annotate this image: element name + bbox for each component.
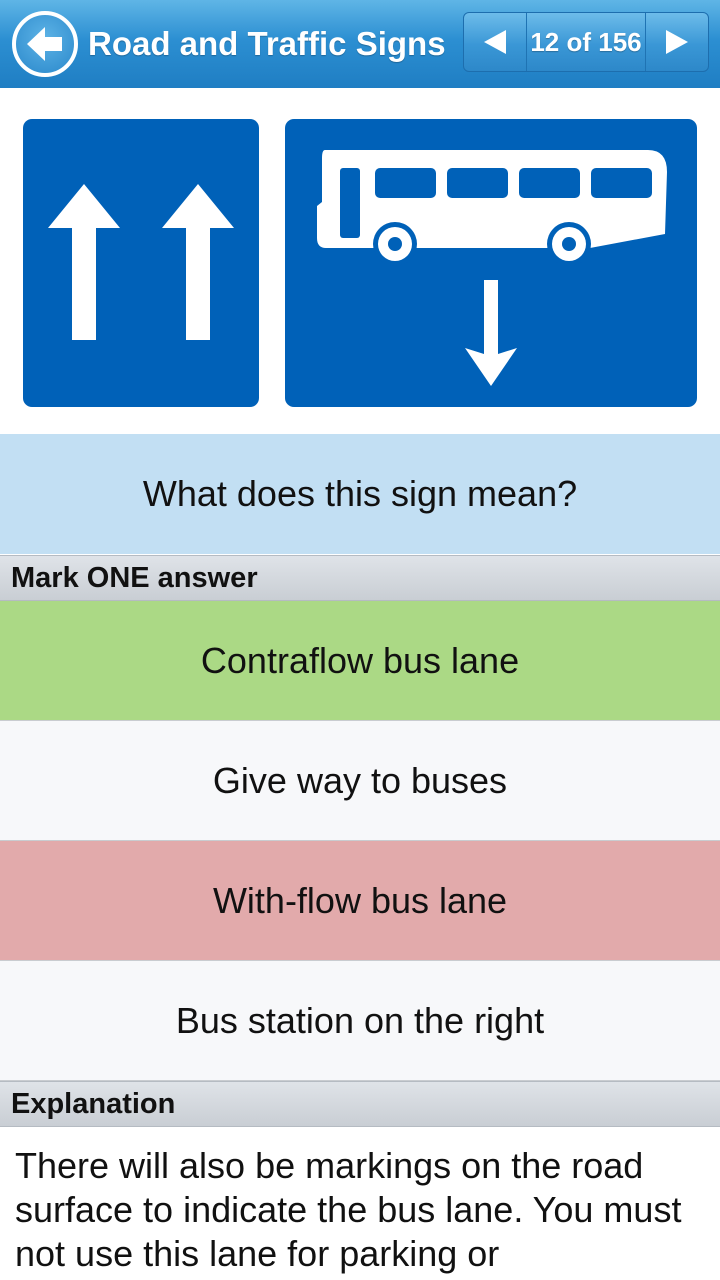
answer-option-wrong[interactable]: With-flow bus lane — [0, 841, 720, 961]
question-text: What does this sign mean? — [0, 434, 720, 554]
answer-option-correct[interactable]: Contraflow bus lane — [0, 601, 720, 721]
app-header: Road and Traffic Signs 12 of 156 — [0, 0, 720, 89]
explanation-panel: There will also be markings on the road … — [0, 1128, 720, 1280]
answer-list: Contraflow bus lane Give way to buses Wi… — [0, 601, 720, 1081]
answer-option[interactable]: Bus station on the right — [0, 961, 720, 1081]
road-sign-image — [0, 88, 720, 434]
sign-left-panel — [23, 119, 259, 407]
back-arrow-icon — [27, 27, 62, 61]
triangle-left-icon — [484, 30, 506, 54]
previous-question-button[interactable] — [464, 13, 526, 71]
question-counter: 12 of 156 — [526, 13, 646, 71]
explanation-section-header: Explanation — [0, 1081, 720, 1127]
page-title: Road and Traffic Signs — [88, 25, 446, 62]
answers-section-header: Mark ONE answer — [0, 555, 720, 601]
up-arrow-icon — [162, 184, 234, 340]
bus-icon — [317, 150, 667, 266]
next-question-button[interactable] — [646, 13, 708, 71]
question-pager: 12 of 156 — [463, 12, 709, 72]
explanation-text: There will also be markings on the road … — [15, 1145, 682, 1274]
triangle-right-icon — [666, 30, 688, 54]
back-button[interactable] — [12, 11, 78, 77]
up-arrow-icon — [48, 184, 120, 340]
answer-option[interactable]: Give way to buses — [0, 721, 720, 841]
down-arrow-icon — [465, 280, 517, 386]
